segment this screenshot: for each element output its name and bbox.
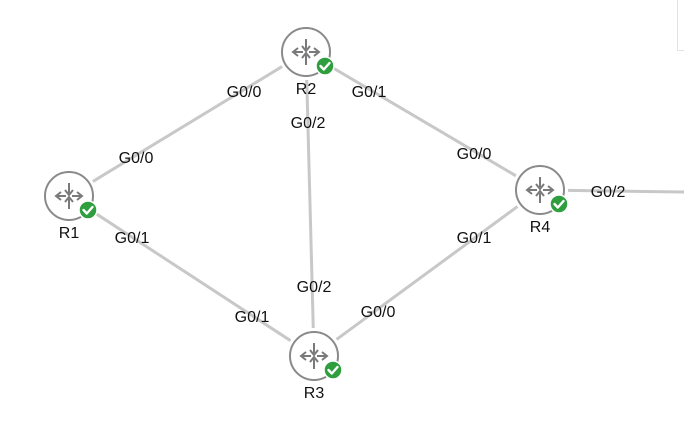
router-label: R4 xyxy=(530,219,551,236)
router-node-R3[interactable]: R3 xyxy=(289,331,343,402)
router-label: R2 xyxy=(296,81,317,98)
check-circle-icon xyxy=(315,56,335,76)
port-label-R3-G0-2: G0/2 xyxy=(297,279,332,296)
port-label-R2-G0-0: G0/0 xyxy=(227,84,262,101)
port-label-R4-G0-1: G0/1 xyxy=(457,230,492,247)
router-label: R1 xyxy=(59,225,80,242)
router-node-R1[interactable]: R1 xyxy=(44,171,98,242)
router-node-R2[interactable]: R2 xyxy=(281,27,335,98)
side-panel-edge xyxy=(677,0,684,51)
port-labels-layer: G0/0G0/0G0/1G0/1G0/2G0/2G0/1G0/0G0/0G0/1… xyxy=(115,84,626,326)
link-R3-R4[interactable] xyxy=(335,205,519,341)
port-label-R1-G0-1: G0/1 xyxy=(115,230,150,247)
link-R1-R3[interactable] xyxy=(91,210,292,342)
port-label-R4-G0-2: G0/2 xyxy=(591,184,626,201)
check-circle-icon xyxy=(78,200,98,220)
link-R2-R3[interactable] xyxy=(305,79,315,329)
port-label-R3-G0-0: G0/0 xyxy=(361,304,396,321)
port-label-R1-G0-0: G0/0 xyxy=(119,150,154,167)
link-R4-external[interactable] xyxy=(567,188,684,194)
router-label: R3 xyxy=(304,385,325,402)
port-label-R4-G0-0: G0/0 xyxy=(457,146,492,163)
check-circle-icon xyxy=(323,360,343,380)
check-circle-icon xyxy=(549,194,569,214)
port-label-R2-G0-1: G0/1 xyxy=(352,84,387,101)
link-R1-R2[interactable] xyxy=(92,65,283,183)
link-R2-R4[interactable] xyxy=(329,64,517,178)
port-label-R3-G0-1: G0/1 xyxy=(235,309,270,326)
port-label-R2-G0-2: G0/2 xyxy=(291,115,326,132)
links-layer xyxy=(91,64,684,342)
router-node-R4[interactable]: R4 xyxy=(515,165,569,236)
